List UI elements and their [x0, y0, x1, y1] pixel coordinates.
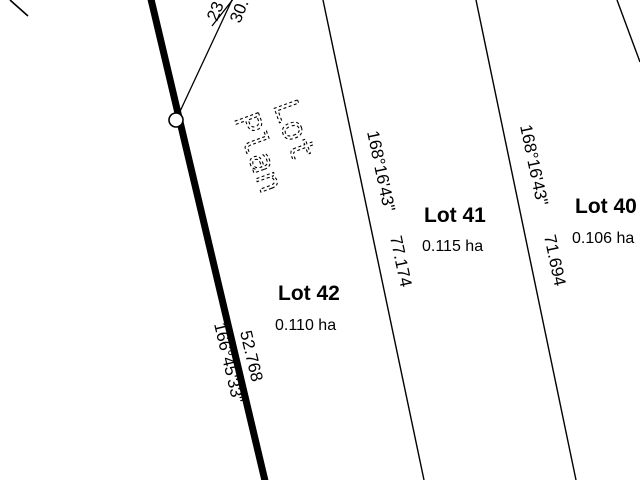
line-41-40-bearing-label: 168°16'43"	[516, 123, 552, 207]
line-41-40-distance-label: 71.694	[540, 233, 569, 288]
lot-40-area: 0.106 ha	[572, 230, 634, 247]
corner-line-short	[211, 0, 234, 27]
lot-41-name: Lot 41	[424, 204, 486, 227]
survey-peg-marker	[168, 112, 184, 128]
corner-line	[175, 0, 233, 121]
line-42-41-bearing-label: 168°16'43"	[363, 129, 399, 213]
lot-42-area: 0.110 ha	[275, 317, 336, 334]
corner-label-left: 23	[203, 0, 228, 23]
lot-40-name: Lot 40	[575, 195, 637, 218]
line-42-41-distance-label: 77.174	[386, 234, 415, 289]
corner-tick-line	[9, 0, 29, 17]
lot-40-boundary-line	[616, 0, 640, 63]
lot-41-40-boundary-line	[475, 0, 577, 480]
lot-42-41-boundary-line	[322, 0, 425, 480]
road-boundary-line	[147, 0, 269, 480]
lot-41-area: 0.115 ha	[422, 238, 483, 255]
lot-42-name: Lot 42	[278, 282, 340, 305]
